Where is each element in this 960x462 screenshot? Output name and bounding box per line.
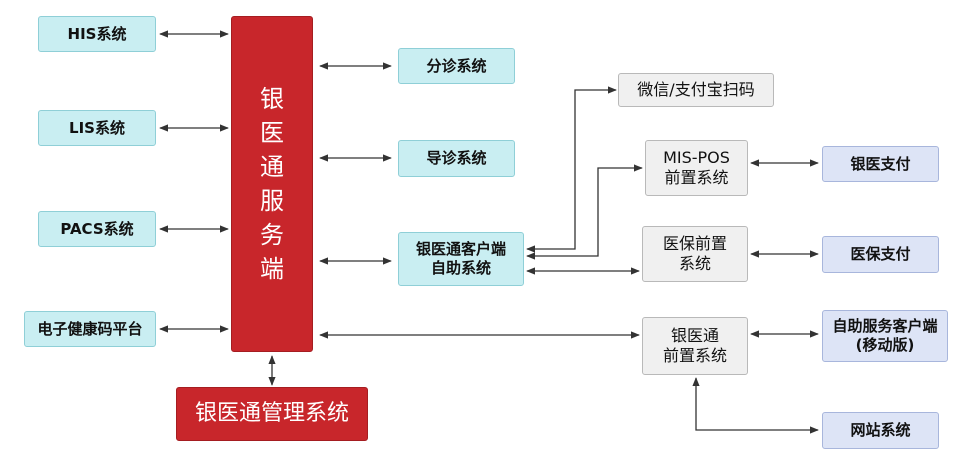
website-system-box: 网站系统 bbox=[822, 412, 939, 449]
core-char: 通 bbox=[260, 153, 284, 181]
mobile-client-box: 自助服务客户端 (移动版) bbox=[822, 310, 948, 362]
lis-system-box: LIS系统 bbox=[38, 110, 156, 146]
yinyitong-front-box: 银医通 前置系统 bbox=[642, 317, 748, 375]
core-char: 医 bbox=[260, 119, 284, 147]
triage-system-box: 分诊系统 bbox=[398, 48, 515, 84]
core-char: 服 bbox=[260, 187, 284, 215]
link-client-wechat bbox=[526, 86, 617, 253]
core-char: 端 bbox=[260, 255, 284, 283]
mis-pos-front-box: MIS-POS 前置系统 bbox=[645, 140, 748, 196]
client-self-service-box: 银医通客户端 自助系统 bbox=[398, 232, 524, 286]
guide-system-box: 导诊系统 bbox=[398, 140, 515, 177]
link-client-mispos bbox=[526, 164, 643, 260]
bank-payment-box: 银医支付 bbox=[822, 146, 939, 182]
core-char: 银 bbox=[260, 85, 284, 113]
yinyitong-service-core: 银 医 通 服 务 端 bbox=[231, 16, 313, 352]
health-code-platform-box: 电子健康码平台 bbox=[24, 311, 156, 347]
wechat-alipay-box: 微信/支付宝扫码 bbox=[618, 73, 774, 107]
link-yinyitong-front-website bbox=[692, 377, 819, 434]
insurance-payment-box: 医保支付 bbox=[822, 236, 939, 273]
insurance-front-box: 医保前置 系统 bbox=[642, 226, 748, 282]
core-char: 务 bbox=[260, 221, 284, 249]
pacs-system-box: PACS系统 bbox=[38, 211, 156, 247]
yinyitong-management-box: 银医通管理系统 bbox=[176, 387, 368, 441]
his-system-box: HIS系统 bbox=[38, 16, 156, 52]
